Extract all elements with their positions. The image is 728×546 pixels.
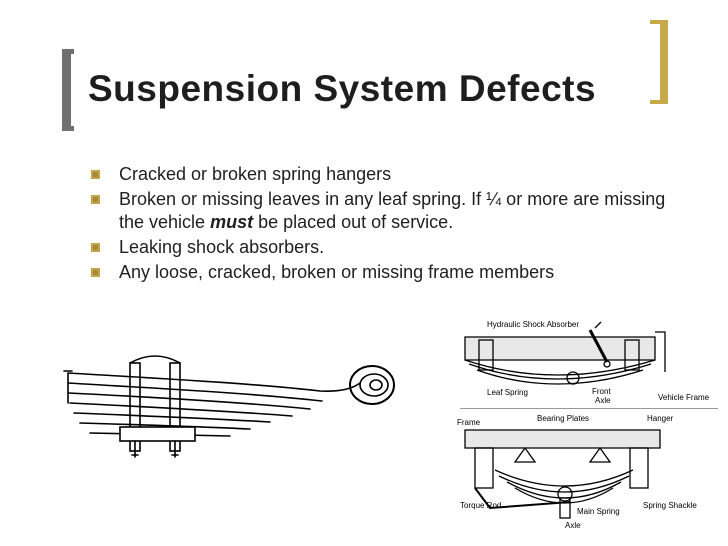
bullet-square-icon [91,170,100,179]
label-leaf-spring: Leaf Spring [487,388,528,397]
right-bracket-decoration [650,20,668,104]
bullet-square-icon [91,268,100,277]
bullet-text-after: be placed out of service. [253,212,454,232]
label-axle-top: Axle [595,396,611,405]
label-vehicle-frame: Vehicle Frame [658,393,710,402]
bullet-text: Broken or missing leaves in any leaf spr… [119,189,666,232]
leaf-spring-illustration [63,355,395,458]
bullet-text: Any loose, cracked, broken or missing fr… [119,262,555,282]
bullet-item: Any loose, cracked, broken or missing fr… [88,261,678,284]
bullet-item: Broken or missing leaves in any leaf spr… [88,188,678,234]
diagram-divider [460,408,718,409]
bullet-emphasis: must [210,212,254,232]
label-frame: Frame [457,418,481,427]
label-shock-absorber: Hydraulic Shock Absorber [487,320,579,329]
label-front: Front [592,387,611,396]
shock-absorber-diagram: Hydraulic Shock Absorber Leaf Spring Fro… [464,320,710,405]
bullet-list: Cracked or broken spring hangers Broken … [88,163,678,286]
spring-hanger-diagram: Frame Bearing Plates Hanger Torque Rod M… [457,414,697,530]
label-main-spring: Main Spring [577,507,620,516]
bullet-square-icon [91,195,100,204]
label-axle-bottom: Axle [565,521,581,530]
label-hanger: Hanger [647,414,674,423]
bullet-text: Cracked or broken spring hangers [119,164,392,184]
bullet-square-icon [91,243,100,252]
bullet-item: Leaking shock absorbers. [88,236,678,259]
bullet-text: Leaking shock absorbers. [119,237,325,257]
slide-title: Suspension System Defects [88,68,597,109]
label-torque-rod: Torque Rod [460,501,501,510]
label-spring-shackle: Spring Shackle [643,501,697,510]
label-bearing-plates: Bearing Plates [537,414,589,423]
left-bracket-decoration [62,49,74,131]
bullet-item: Cracked or broken spring hangers [88,163,678,186]
